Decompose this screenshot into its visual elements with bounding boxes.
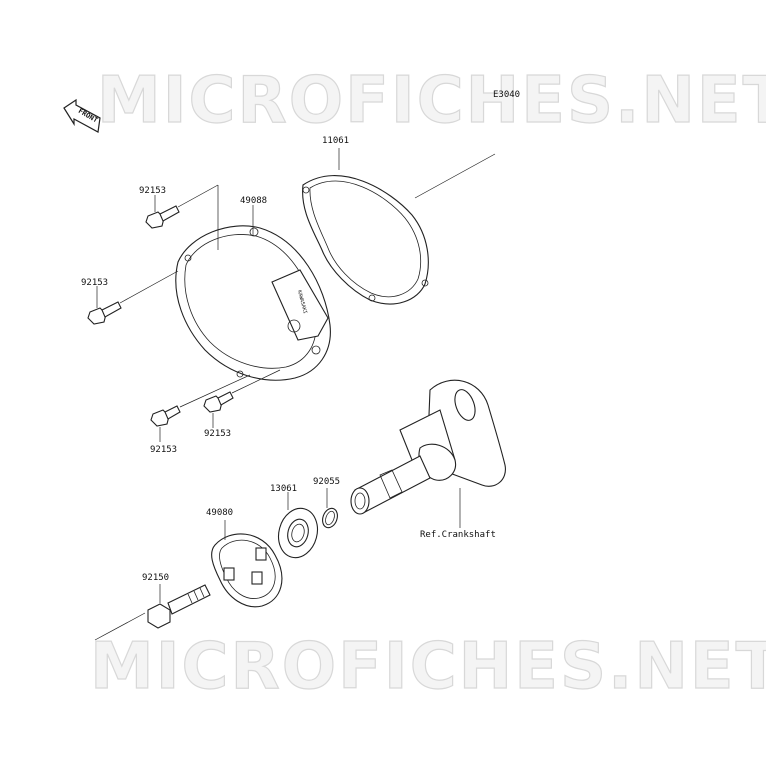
bolt-92153-a	[145, 205, 180, 229]
bolt-92150	[147, 584, 211, 629]
cover-49088: KAWASAKI	[175, 225, 331, 381]
bolt-92153-c	[150, 405, 181, 427]
bolt-92153-b	[87, 301, 122, 325]
hub-13061	[277, 507, 319, 559]
label-92153-c: 92153	[150, 445, 177, 455]
crankshaft	[350, 379, 506, 515]
recoil-cup-49080	[211, 533, 283, 608]
label-13061: 13061	[270, 484, 297, 494]
diagram-code: E3040	[493, 90, 520, 100]
label-ref-crankshaft: Ref.Crankshaft	[420, 530, 496, 540]
label-92153-a: 92153	[139, 186, 166, 196]
label-92153-d: 92153	[204, 429, 231, 439]
watermark-bottom: MICROFICHES.NET	[90, 630, 766, 704]
label-11061: 11061	[322, 136, 349, 146]
label-49080: 49080	[206, 508, 233, 518]
watermark-top: MICROFICHES.NET	[97, 64, 766, 138]
axis-line-lower	[94, 612, 146, 641]
gasket-11061	[302, 175, 429, 305]
o-ring-92055	[322, 507, 338, 529]
bolt-92153-d	[203, 391, 234, 413]
label-92153-b: 92153	[81, 278, 108, 288]
label-49088: 49088	[240, 196, 267, 206]
label-92055: 92055	[313, 477, 340, 487]
front-arrow-icon: FRONT	[63, 98, 101, 133]
label-92150: 92150	[142, 573, 169, 583]
axis-line-upper	[414, 153, 496, 199]
